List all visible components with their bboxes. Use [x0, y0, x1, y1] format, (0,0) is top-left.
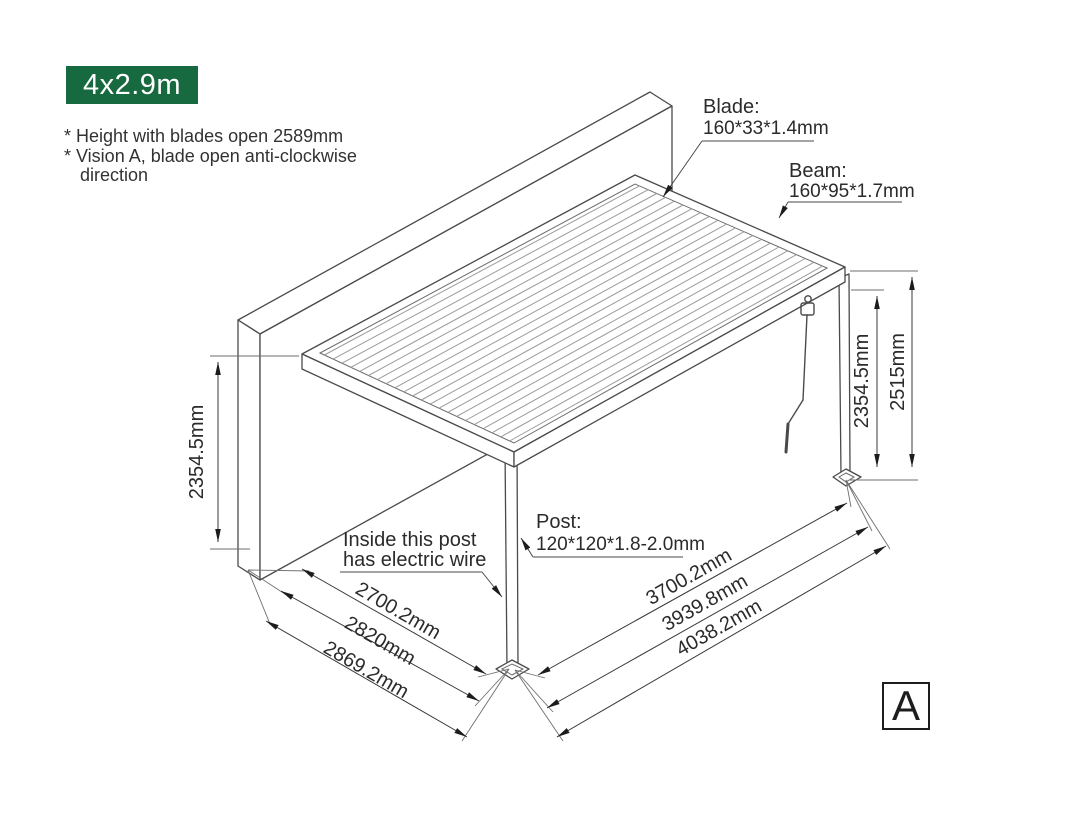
roof-blade-line	[332, 189, 649, 360]
callout-post: Post: 120*120*1.8-2.0mm	[520, 511, 705, 558]
blade-spec: 160*33*1.4mm	[703, 118, 829, 139]
note-vision-cont: direction	[80, 165, 149, 185]
roof-blade-line	[474, 250, 788, 426]
blade-title: Blade:	[703, 96, 760, 118]
roof-blade-line	[482, 254, 797, 430]
electric-line2: has electric wire	[343, 549, 486, 571]
roof-blade-line	[385, 212, 701, 385]
louvered-roof	[301, 174, 846, 468]
dim-post-height-label: 2354.5mm	[851, 334, 873, 429]
beam-title: Beam:	[789, 160, 847, 182]
dim-depth-group: 2700.2mm 2820mm 2869.2mm	[247, 568, 510, 742]
roof-blade-line	[341, 193, 658, 364]
roof-blade-line	[429, 231, 745, 405]
dim-overall-height: 2515mm	[850, 270, 918, 481]
roof-blade-line	[438, 235, 754, 409]
electric-line1: Inside this post	[343, 529, 477, 551]
roof-blade-line	[421, 227, 736, 401]
front-post-base-plate	[495, 659, 530, 680]
callout-beam: Beam: 160*95*1.7mm	[778, 160, 915, 219]
notes-block: * Height with blades open 2589mm * Visio…	[64, 126, 357, 186]
roof-front-right-beam	[513, 266, 846, 468]
roof-blade-line	[447, 238, 762, 413]
view-marker-box: A	[882, 682, 930, 730]
roof-blade-line	[456, 242, 771, 417]
size-badge: 4x2.9m	[66, 66, 198, 104]
view-marker-label: A	[891, 682, 920, 729]
post-title: Post:	[536, 511, 582, 533]
dim-wall-height-label: 2354.5mm	[186, 405, 208, 500]
right-post	[832, 273, 862, 487]
dim-post-height: 2354.5mm	[851, 289, 884, 467]
roof-blade-line	[377, 208, 692, 381]
callout-blade: Blade: 160*33*1.4mm	[662, 96, 829, 198]
crank-handle	[784, 295, 815, 454]
wall-left-face	[237, 319, 261, 581]
roof-blade-line	[491, 258, 806, 434]
front-post	[495, 443, 530, 680]
note-height: * Height with blades open 2589mm	[64, 126, 344, 146]
callout-electric-wire: Inside this post has electric wire	[340, 529, 503, 598]
dim-wall-height: 2354.5mm	[186, 355, 299, 550]
roof-blade-line	[368, 204, 684, 376]
note-vision: * Vision A, blade open anti-clockwise	[64, 145, 357, 166]
roof-blade-line	[465, 246, 780, 421]
roof-frame-inner	[318, 183, 829, 444]
beam-spec: 160*95*1.7mm	[789, 181, 915, 202]
right-post-base-plate	[832, 468, 862, 487]
dim-overall-height-label: 2515mm	[887, 333, 909, 411]
roof-blade-line	[394, 216, 710, 389]
roof-blade-line	[324, 185, 640, 356]
roof-blade-line	[509, 265, 823, 442]
roof-blade-line	[359, 200, 675, 372]
post-spec: 120*120*1.8-2.0mm	[536, 534, 705, 555]
roof-blade-line	[412, 223, 727, 397]
roof-blade-line	[350, 196, 666, 368]
roof-blade-line	[500, 261, 815, 438]
roof-blades	[324, 185, 823, 442]
roof-blade-line	[403, 219, 719, 393]
